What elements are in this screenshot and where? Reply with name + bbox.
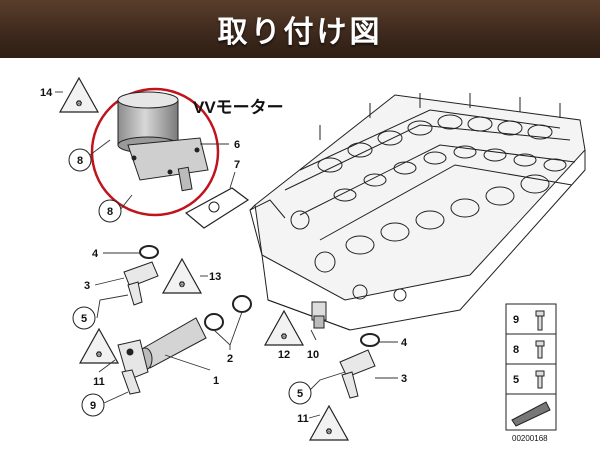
fastener-legend: 9 8 5 [505,303,557,431]
legend-item-5: 5 [513,374,519,386]
svg-text:7: 7 [234,159,240,171]
part-label-2: 2 [227,353,233,365]
svg-text:⚙: ⚙ [95,350,102,359]
vv-motor-flange [127,137,209,181]
stud-icon [535,340,545,359]
legend-item-8: 8 [513,344,519,356]
camshaft-lobes [317,114,567,202]
part-label-10: 10 [307,349,319,361]
part-label-4a: 4 [92,248,99,260]
nut-icon [535,370,545,389]
svg-text:4: 4 [92,248,99,260]
leader-lines [55,91,398,419]
svg-text:12: 12 [278,349,290,361]
callout-circle [90,87,220,217]
part-label-12: 12 [278,349,290,361]
vv-motor-callout [90,87,220,217]
svg-text:5: 5 [297,388,303,400]
warning-triangle-11a: ⚙ [78,327,120,364]
installation-diagram: VVモーター ⚙ ⚙ ⚙ ⚙ [0,58,600,450]
sensor-3b [339,349,376,399]
svg-text:6: 6 [234,139,240,151]
svg-text:4: 4 [401,337,408,349]
warning-triangle-13: ⚙ [161,257,203,294]
svg-text:3: 3 [401,373,407,385]
part-label-13: 13 [209,271,221,283]
svg-text:⚙: ⚙ [75,99,82,108]
warning-triangle-11b: ⚙ [308,404,350,441]
diagram-reference-number: 00200168 [512,434,548,443]
gasket-7 [184,187,250,229]
part-label-9a: 9 [81,393,105,417]
svg-text:13: 13 [209,271,221,283]
o-ring-4b [360,333,380,347]
part-label-11a: 11 [93,376,105,388]
part-label-3b: 3 [401,373,407,385]
part-label-8a: 8 [68,148,92,172]
page-title: 取り付け図 [217,15,383,50]
warning-triangle-14: ⚙ [58,76,100,113]
callout-label: VVモーター [193,98,284,117]
svg-text:1: 1 [213,375,219,387]
svg-text:5: 5 [81,313,87,325]
eccentric-shaft-sensor-1 [117,317,207,395]
svg-text:2: 2 [227,353,233,365]
warning-triangle-12: ⚙ [263,309,305,346]
part-label-1: 1 [213,375,219,387]
svg-text:8: 8 [107,206,113,218]
part-label-8b: 8 [98,199,122,223]
vv-motor-shaft [177,166,193,192]
part-label-5a: 5 [72,306,96,330]
diagram-canvas: VVモーター ⚙ ⚙ ⚙ ⚙ [40,76,586,443]
svg-text:14: 14 [40,87,53,99]
o-ring-4a [139,245,159,259]
svg-text:⚙: ⚙ [325,427,332,436]
part-label-5b: 5 [288,381,312,405]
bolt-icon [535,310,545,331]
svg-text:11: 11 [93,376,105,388]
part-label-3a: 3 [84,280,90,292]
seal-ring-2a [204,313,224,331]
seal-ring-2b [232,295,252,313]
temperature-sensor-10 [311,301,327,329]
part-label-6: 6 [234,139,240,151]
part-label-4b: 4 [401,337,408,349]
svg-text:10: 10 [307,349,319,361]
svg-text:8: 8 [77,155,83,167]
svg-text:9: 9 [90,400,96,412]
part-label-11b: 11 [297,413,309,425]
sensor-3a [123,261,159,306]
svg-text:11: 11 [297,413,309,425]
head-ports [290,174,550,302]
direction-arrow-icon [511,401,551,427]
legend-item-9: 9 [513,314,519,326]
part-label-7: 7 [234,159,240,171]
part-label-14: 14 [40,87,53,99]
cam-bolts [319,93,561,140]
svg-text:3: 3 [84,280,90,292]
svg-text:⚙: ⚙ [280,332,287,341]
svg-text:⚙: ⚙ [178,280,185,289]
title-banner: 取り付け図 [0,0,600,58]
cylinder-head [249,93,586,331]
